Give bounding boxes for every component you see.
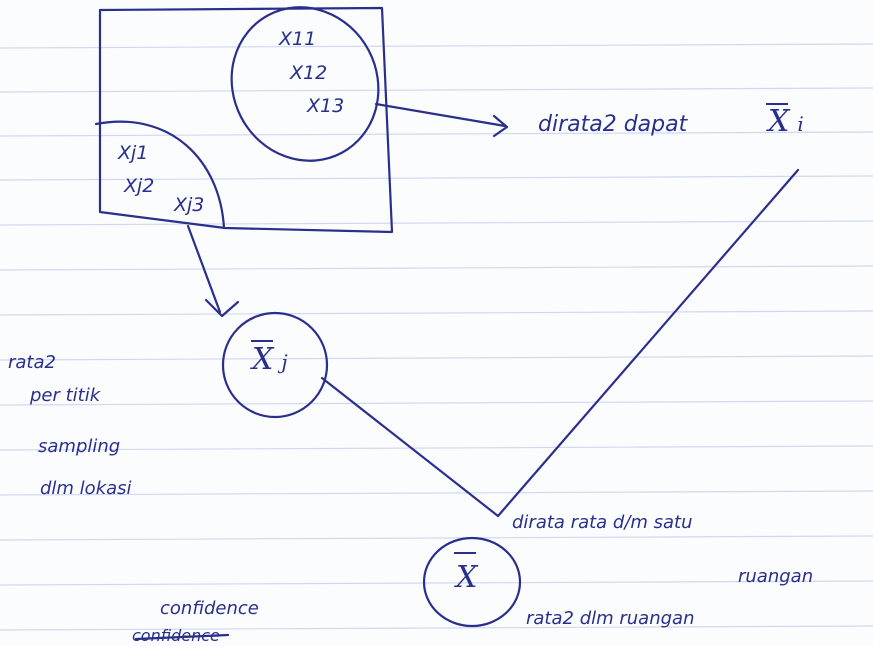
label-dirata-dapat: dirata2 dapat — [538, 112, 688, 137]
arrow-to-mean-j — [186, 224, 222, 314]
var-xj2: Xj2 — [124, 175, 155, 197]
label-rata-line4: dlm lokasi — [40, 478, 132, 499]
mean-i-bar — [766, 103, 788, 105]
var-x13: X13 — [307, 95, 345, 117]
mean-i-subscript: i — [797, 112, 804, 136]
arrow-to-mean-i-head — [492, 114, 509, 138]
label-rata-line2: per titik — [30, 385, 101, 406]
line-vertex-to-mean-i — [496, 168, 800, 518]
var-xj1: Xj1 — [118, 142, 149, 164]
var-x12: X12 — [290, 62, 328, 84]
sampling-box — [98, 6, 394, 234]
grand-mean-letter: X — [456, 560, 478, 595]
mean-i-letter: X — [768, 104, 790, 139]
grand-mean-circle — [422, 536, 522, 628]
grand-mean-bar — [454, 552, 476, 554]
mean-j-bar — [251, 340, 273, 342]
arrow-to-mean-j-head — [204, 298, 240, 318]
mean-j-subscript: j — [281, 350, 288, 374]
region-i-ellipse — [230, 6, 380, 162]
label-rata-line3: sampling — [38, 436, 121, 457]
grand-mean-symbol: X — [456, 560, 477, 595]
var-x11: X11 — [279, 28, 317, 50]
mean-j-circle — [221, 311, 329, 419]
ink-drawing — [94, 6, 800, 641]
ruled-lines — [0, 43, 873, 631]
label-dirata-rata-line1: dirata rata d/m satu — [512, 512, 693, 533]
label-dirata-rata-line2: ruangan — [738, 566, 814, 587]
confidence-struck-line — [134, 633, 230, 641]
region-j-arc — [94, 120, 226, 230]
arrow-to-mean-i — [374, 102, 507, 128]
label-confidence: confidence — [160, 598, 259, 619]
mean-j-letter: X — [252, 342, 274, 377]
var-xj3: Xj3 — [174, 194, 205, 216]
label-rata-line1: rata2 — [8, 352, 56, 373]
label-rata-dlm-ruangan: rata2 dlm ruangan — [526, 608, 695, 629]
label-confidence-struck: confidence — [132, 626, 220, 645]
line-mean-j-to-vertex — [320, 376, 500, 518]
